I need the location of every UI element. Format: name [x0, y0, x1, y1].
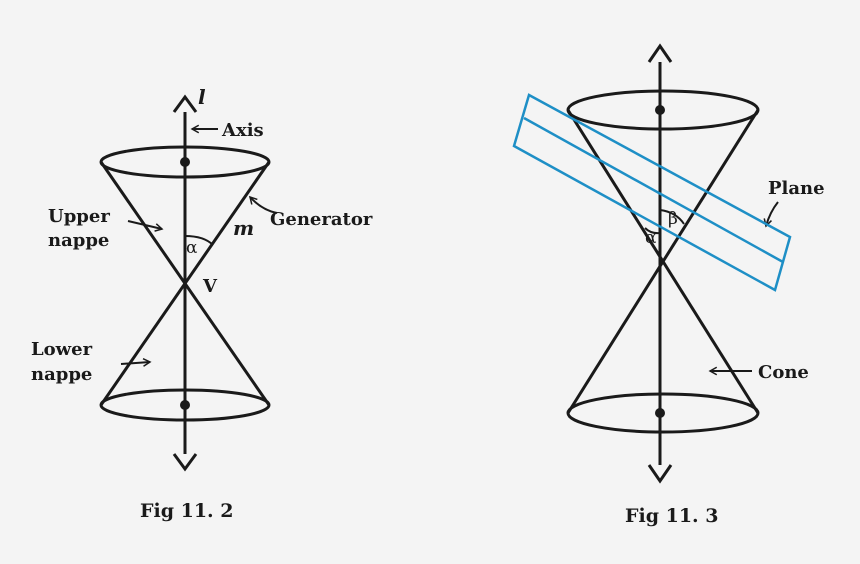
- angle-alpha-label: α: [186, 238, 198, 258]
- plane-inner-edge: [523, 116, 784, 264]
- generator-line-right: [99, 161, 271, 406]
- angle-alpha-label-2: α: [645, 228, 657, 248]
- lower-nappe-label-line2: nappe: [31, 364, 92, 385]
- lower-center-dot-2: [655, 408, 665, 418]
- axis-down-arrowhead-2: [647, 464, 673, 484]
- cutting-plane: [512, 93, 792, 292]
- angle-arc: [184, 235, 214, 246]
- upper-nappe-label-line2: nappe: [48, 230, 109, 251]
- vertex-label: V: [202, 276, 218, 297]
- plane-outline: [512, 93, 792, 292]
- upper-center-dot-2: [655, 105, 665, 115]
- axis-up-arrowhead: [172, 94, 198, 113]
- upper-center-dot: [180, 157, 190, 167]
- generator-line-right-2: [566, 109, 760, 414]
- lower-center-dot: [180, 400, 190, 410]
- cone-label: Cone: [758, 362, 809, 383]
- axis-label: Axis: [221, 120, 264, 141]
- plane-label: Plane: [768, 178, 825, 199]
- angle-beta-arc: [659, 209, 685, 225]
- plane-pointer-arrow: [766, 201, 779, 226]
- generator-pointer-arrow: [250, 197, 278, 214]
- lower-nappe-pointer-arrow: [120, 362, 150, 364]
- axis-symbol-label: l: [198, 85, 206, 109]
- figure-11-2-caption: Fig 11. 2: [140, 500, 234, 522]
- axis-up-arrowhead-2: [647, 43, 673, 63]
- generator-label: Generator: [270, 209, 373, 230]
- figure-11-2: [99, 94, 278, 472]
- upper-nappe-pointer-arrow: [127, 220, 162, 229]
- angle-beta-label: β: [668, 209, 678, 229]
- axis-down-arrowhead: [172, 453, 198, 472]
- upper-nappe-label-line1: Upper: [48, 206, 110, 227]
- figure-11-3-caption: Fig 11. 3: [625, 505, 719, 527]
- lower-nappe-label-line1: Lower: [31, 339, 93, 360]
- angle-alpha-arc: [644, 227, 661, 235]
- figure-11-3: [566, 43, 779, 484]
- generator-symbol-label: m: [233, 216, 254, 240]
